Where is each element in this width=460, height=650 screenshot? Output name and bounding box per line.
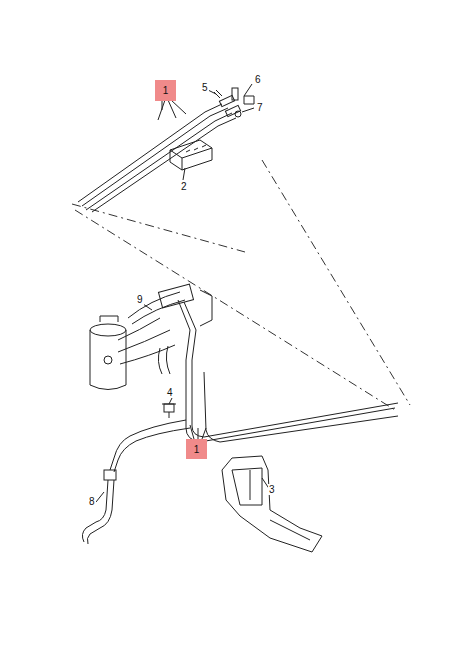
clip-parts	[214, 88, 254, 117]
callout-number: 6	[254, 74, 262, 85]
section-line	[72, 160, 410, 410]
retaining-clip	[162, 404, 176, 418]
callout-number: 9	[136, 294, 144, 305]
pipe-holder	[170, 140, 212, 170]
callout-number: 3	[268, 484, 276, 495]
leader-lines	[96, 84, 270, 502]
callout-number: 1	[163, 85, 169, 96]
heat-shield	[222, 456, 322, 552]
callout-number: 1	[194, 444, 200, 455]
callout-highlight: 1	[155, 80, 176, 101]
callout-number: 7	[256, 102, 264, 113]
callout-number: 5	[201, 82, 209, 93]
fuel-filter	[90, 284, 212, 389]
fuel-pipes-top	[78, 95, 241, 212]
callout-number: 4	[166, 387, 174, 398]
callout-number: 8	[88, 496, 96, 507]
callout-number: 2	[180, 181, 188, 192]
callout-highlight: 1	[186, 439, 207, 459]
